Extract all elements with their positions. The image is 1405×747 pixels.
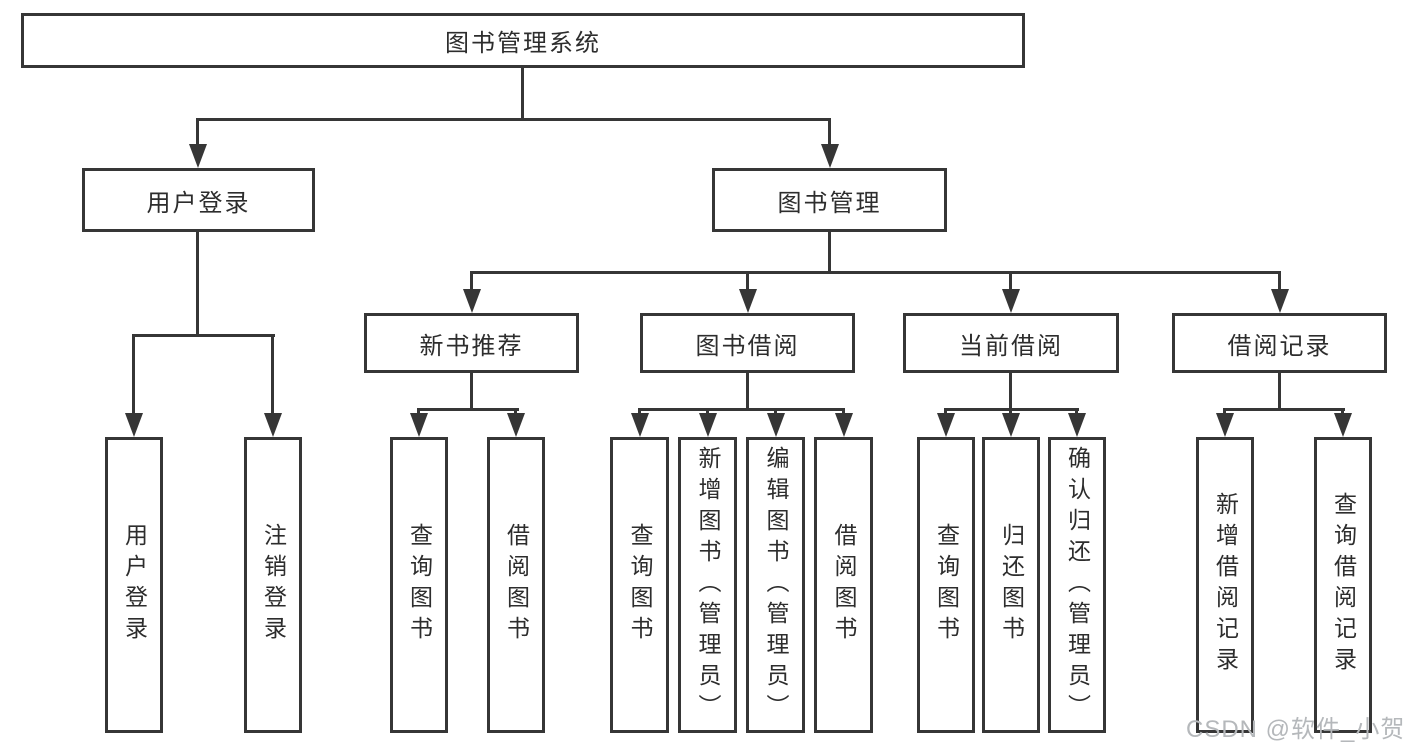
connector-arrow-shaft <box>746 271 749 291</box>
connector-arrow-shaft <box>470 271 473 291</box>
arrowhead-down <box>739 289 757 313</box>
connector-newbook-down <box>470 373 473 411</box>
leaf-logout: 注销登录 <box>244 437 302 733</box>
node-book-management-label: 图书管理 <box>777 189 882 217</box>
connector-arrow-shaft <box>1341 408 1344 416</box>
leaf-record-query-borrow-record: 查询借阅记录 <box>1314 437 1372 733</box>
arrowhead-down <box>189 144 207 168</box>
arrowhead-down <box>821 144 839 168</box>
leaf-current-query-books-label: 查询图书 <box>933 523 960 647</box>
leaf-borrow-query-books-label: 查询图书 <box>627 523 653 647</box>
connector-arrow-shaft <box>196 118 199 148</box>
arrowhead-down <box>264 413 282 437</box>
leaf-borrow-edit-books-admin-label: 编辑图书（管理员） <box>763 445 789 725</box>
arrowhead-down <box>507 413 525 437</box>
connector-arrow-shaft <box>271 334 274 416</box>
leaf-current-query-books: 查询图书 <box>917 437 975 733</box>
leaf-logout-label: 注销登录 <box>260 523 287 647</box>
leaf-user-login-label: 用户登录 <box>121 523 148 647</box>
node-book-management: 图书管理 <box>712 168 947 232</box>
leaf-borrow-query-books: 查询图书 <box>610 437 669 733</box>
connector-arrow-shaft <box>706 408 709 416</box>
connector-records-bar <box>1223 408 1345 411</box>
arrowhead-down <box>1002 413 1020 437</box>
leaf-current-return-books-label: 归还图书 <box>998 523 1025 647</box>
node-root: 图书管理系统 <box>21 13 1025 68</box>
leaf-current-return-books: 归还图书 <box>982 437 1040 733</box>
watermark: CSDN @软件_小贺同学 <box>1186 716 1405 743</box>
connector-currentborrow-down <box>1009 373 1012 411</box>
connector-arrow-shaft <box>1009 408 1012 416</box>
arrowhead-down <box>699 413 717 437</box>
connector-level2-bar <box>196 118 831 121</box>
connector-arrow-shaft <box>638 408 641 416</box>
arrowhead-down <box>767 413 785 437</box>
connector-arrow-shaft <box>774 408 777 416</box>
connector-arrow-shaft <box>944 408 947 416</box>
connector-records-down <box>1278 373 1281 411</box>
connector-user-login-down <box>196 232 199 337</box>
arrowhead-down <box>835 413 853 437</box>
node-book-borrowing: 图书借阅 <box>640 313 855 373</box>
connector-arrow-shaft <box>1009 271 1012 291</box>
arrowhead-down <box>631 413 649 437</box>
node-new-book-recommendation: 新书推荐 <box>364 313 579 373</box>
arrowhead-down <box>1334 413 1352 437</box>
arrowhead-down <box>410 413 428 437</box>
connector-root-down <box>521 68 524 120</box>
arrowhead-down <box>463 289 481 313</box>
connector-book-mgmt-down <box>828 232 831 274</box>
leaf-newbook-query-books: 查询图书 <box>390 437 448 733</box>
node-new-book-recommendation-label: 新书推荐 <box>419 332 524 360</box>
node-user-login: 用户登录 <box>82 168 315 232</box>
leaf-borrow-edit-books-admin: 编辑图书（管理员） <box>746 437 805 733</box>
leaf-borrow-borrow-books: 借阅图书 <box>814 437 873 733</box>
node-root-label: 图书管理系统 <box>445 30 601 57</box>
leaf-user-login: 用户登录 <box>105 437 163 733</box>
connector-arrow-shaft <box>1278 271 1281 291</box>
node-borrowing-records: 借阅记录 <box>1172 313 1387 373</box>
connector-arrow-shaft <box>828 118 831 148</box>
connector-arrow-shaft <box>1075 408 1078 416</box>
connector-arrow-shaft <box>132 334 135 416</box>
arrowhead-down <box>125 413 143 437</box>
arrowhead-down <box>1216 413 1234 437</box>
leaf-borrow-borrow-books-label: 借阅图书 <box>831 523 857 647</box>
node-book-borrowing-label: 图书借阅 <box>695 332 800 360</box>
connector-arrow-shaft <box>514 408 517 416</box>
leaf-current-confirm-return-admin-label: 确认归还（管理员） <box>1064 445 1091 725</box>
leaf-record-query-borrow-record-label: 查询借阅记录 <box>1330 492 1357 678</box>
leaf-borrow-add-books-admin: 新增图书（管理员） <box>678 437 737 733</box>
leaf-newbook-borrow-books-label: 借阅图书 <box>503 523 530 647</box>
arrowhead-down <box>1068 413 1086 437</box>
connector-level3-bar <box>470 271 1281 274</box>
connector-bookborrow-bar <box>638 408 845 411</box>
arrowhead-down <box>1002 289 1020 313</box>
connector-user-login-bar <box>132 334 275 337</box>
arrowhead-down <box>937 413 955 437</box>
node-current-borrowing-label: 当前借阅 <box>959 332 1063 360</box>
leaf-borrow-add-books-admin-label: 新增图书（管理员） <box>695 445 721 725</box>
leaf-record-add-borrow-record-label: 新增借阅记录 <box>1212 492 1239 678</box>
connector-newbook-bar <box>417 408 519 411</box>
connector-arrow-shaft <box>842 408 845 416</box>
connector-arrow-shaft <box>417 408 420 416</box>
node-user-login-label: 用户登录 <box>146 189 251 217</box>
arrowhead-down <box>1271 289 1289 313</box>
node-current-borrowing: 当前借阅 <box>903 313 1119 373</box>
leaf-newbook-borrow-books: 借阅图书 <box>487 437 545 733</box>
leaf-current-confirm-return-admin: 确认归还（管理员） <box>1048 437 1106 733</box>
connector-arrow-shaft <box>1223 408 1226 416</box>
leaf-record-add-borrow-record: 新增借阅记录 <box>1196 437 1254 733</box>
connector-bookborrow-down <box>746 373 749 411</box>
leaf-newbook-query-books-label: 查询图书 <box>406 523 433 647</box>
node-borrowing-records-label: 借阅记录 <box>1227 332 1332 360</box>
